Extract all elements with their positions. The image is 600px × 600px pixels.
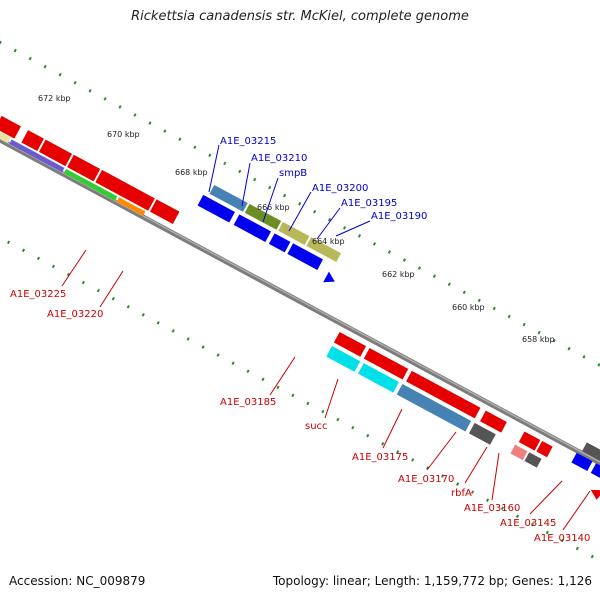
gene-feature[interactable]	[116, 197, 146, 216]
gene-feature[interactable]	[480, 410, 507, 433]
gene-label[interactable]: A1E_03175	[352, 452, 408, 463]
gene-feature[interactable]	[363, 348, 409, 380]
gene-feature[interactable]	[326, 346, 361, 372]
gene-feature[interactable]	[571, 452, 593, 471]
gene-feature[interactable]	[268, 233, 291, 253]
bottom-gene-labels: A1E_03225 A1E_03220 A1E_03185 succ A1E_0…	[10, 249, 591, 544]
gene-label[interactable]: A1E_03145	[500, 518, 556, 529]
gene-feature[interactable]	[197, 194, 235, 223]
gene-arrow[interactable]	[588, 485, 600, 501]
genome-backbone	[0, 42, 600, 503]
gene-feature[interactable]	[244, 203, 282, 230]
top-strand-colored	[0, 129, 146, 216]
ruler-tick: 662 kbp	[382, 270, 415, 279]
gene-label[interactable]: A1E_03190	[371, 211, 427, 222]
gene-feature[interactable]	[518, 431, 541, 451]
ruler-outer-bottom	[0, 119, 600, 578]
ruler-tick: 660 kbp	[452, 303, 485, 312]
gene-feature[interactable]	[149, 199, 180, 224]
gene-feature[interactable]	[21, 130, 44, 151]
ruler-tick: 664 kbp	[312, 237, 345, 246]
gene-feature[interactable]	[233, 214, 272, 242]
ruler-tick: 666 kbp	[257, 203, 290, 212]
gene-feature[interactable]	[287, 243, 323, 270]
map-title: Rickettsia canadensis str. McKiel, compl…	[131, 9, 469, 24]
gene-label[interactable]: A1E_03210	[251, 153, 307, 164]
gene-feature[interactable]	[468, 422, 496, 445]
gene-feature[interactable]	[0, 115, 21, 139]
ruler-tick: 668 kbp	[175, 168, 208, 177]
gene-feature[interactable]	[536, 440, 553, 458]
gene-feature[interactable]	[582, 442, 600, 462]
gene-feature[interactable]	[67, 154, 101, 182]
accession-text: Accession: NC_009879	[9, 574, 146, 588]
gene-label[interactable]: A1E_03225	[10, 289, 66, 300]
gene-feature[interactable]	[358, 363, 399, 393]
gene-feature[interactable]	[209, 184, 248, 212]
upper-gene-row	[197, 184, 342, 287]
gene-label[interactable]: rbfA	[451, 488, 472, 499]
gene-label[interactable]: A1E_03140	[534, 533, 590, 544]
top-strand-forward	[0, 115, 180, 224]
gene-label[interactable]: A1E_03215	[220, 136, 276, 147]
gene-feature[interactable]	[278, 221, 310, 245]
ruler-tick: 658 kbp	[522, 335, 555, 344]
gene-label[interactable]: A1E_03160	[464, 503, 520, 514]
backbone-highlight	[0, 43, 600, 500]
ruler-tick: 672 kbp	[38, 94, 71, 103]
gene-arrow[interactable]	[323, 271, 337, 287]
gene-feature[interactable]	[590, 463, 600, 483]
gene-label[interactable]: A1E_03200	[312, 183, 368, 194]
gene-feature[interactable]	[0, 129, 11, 143]
gene-label[interactable]: succ	[305, 421, 328, 432]
ruler-tick: 670 kbp	[107, 130, 140, 139]
ruler-outer-top	[0, 0, 600, 426]
gene-feature[interactable]	[333, 331, 367, 357]
gene-feature[interactable]	[306, 237, 342, 263]
gene-feature[interactable]	[396, 383, 472, 432]
gene-feature[interactable]	[63, 168, 118, 201]
gene-label[interactable]: smpB	[279, 168, 307, 179]
summary-text: Topology: linear; Length: 1,159,772 bp; …	[272, 574, 592, 588]
gene-feature[interactable]	[39, 139, 73, 167]
ruler-labels: 672 kbp 670 kbp 668 kbp 666 kbp 664 kbp …	[38, 94, 555, 344]
bottom-strand-row	[326, 331, 600, 501]
gene-feature[interactable]	[9, 139, 65, 173]
gene-feature[interactable]	[406, 370, 481, 419]
gene-feature[interactable]	[510, 444, 528, 461]
top-gene-labels: A1E_03215 A1E_03210 smpB A1E_03200 A1E_0…	[208, 136, 427, 240]
gene-label[interactable]: A1E_03220	[47, 309, 103, 320]
gene-label[interactable]: A1E_03195	[341, 198, 397, 209]
gene-feature[interactable]	[524, 452, 542, 468]
gene-feature[interactable]	[95, 169, 155, 211]
gene-label[interactable]: A1E_03185	[220, 397, 276, 408]
gene-label[interactable]: A1E_03170	[398, 474, 454, 485]
